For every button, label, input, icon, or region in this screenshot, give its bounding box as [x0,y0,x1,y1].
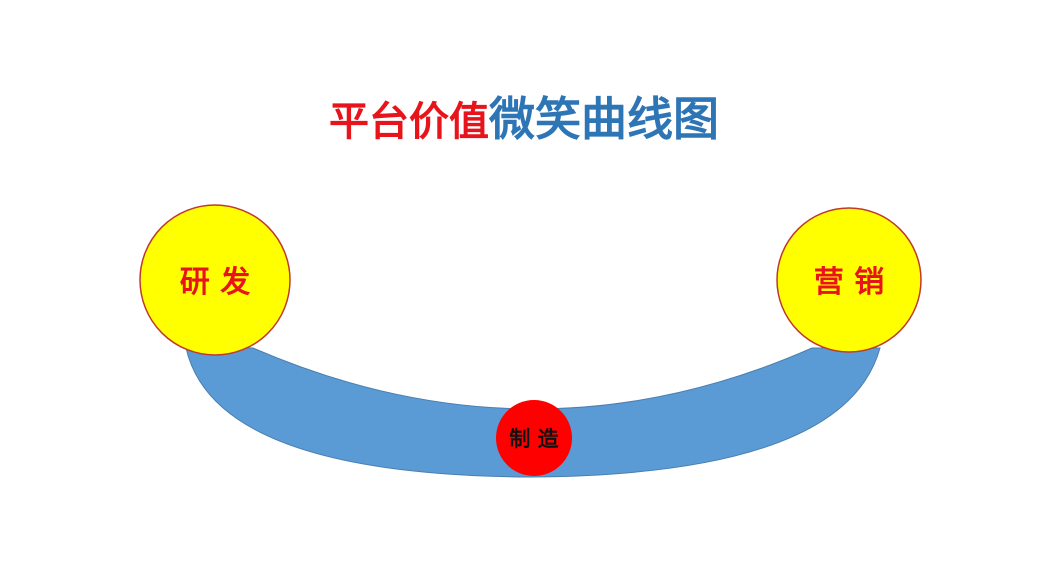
node-manufacturing: 制 造 [496,400,572,476]
manufacturing-circle [496,400,572,476]
title-part-smile-curve: 微笑曲线图 [489,92,719,146]
marketing-label: 营 销 [814,265,884,300]
research-label: 研 发 [180,265,250,300]
marketing-circle [776,207,922,353]
diagram-title: 平台价值微笑曲线图 [0,96,1048,142]
node-research: 研 发 [139,204,291,356]
manufacturing-label: 制 造 [509,427,559,451]
node-marketing: 营 销 [776,207,922,353]
research-circle [139,204,291,356]
title-part-platform-value: 平台价值 [329,99,489,145]
